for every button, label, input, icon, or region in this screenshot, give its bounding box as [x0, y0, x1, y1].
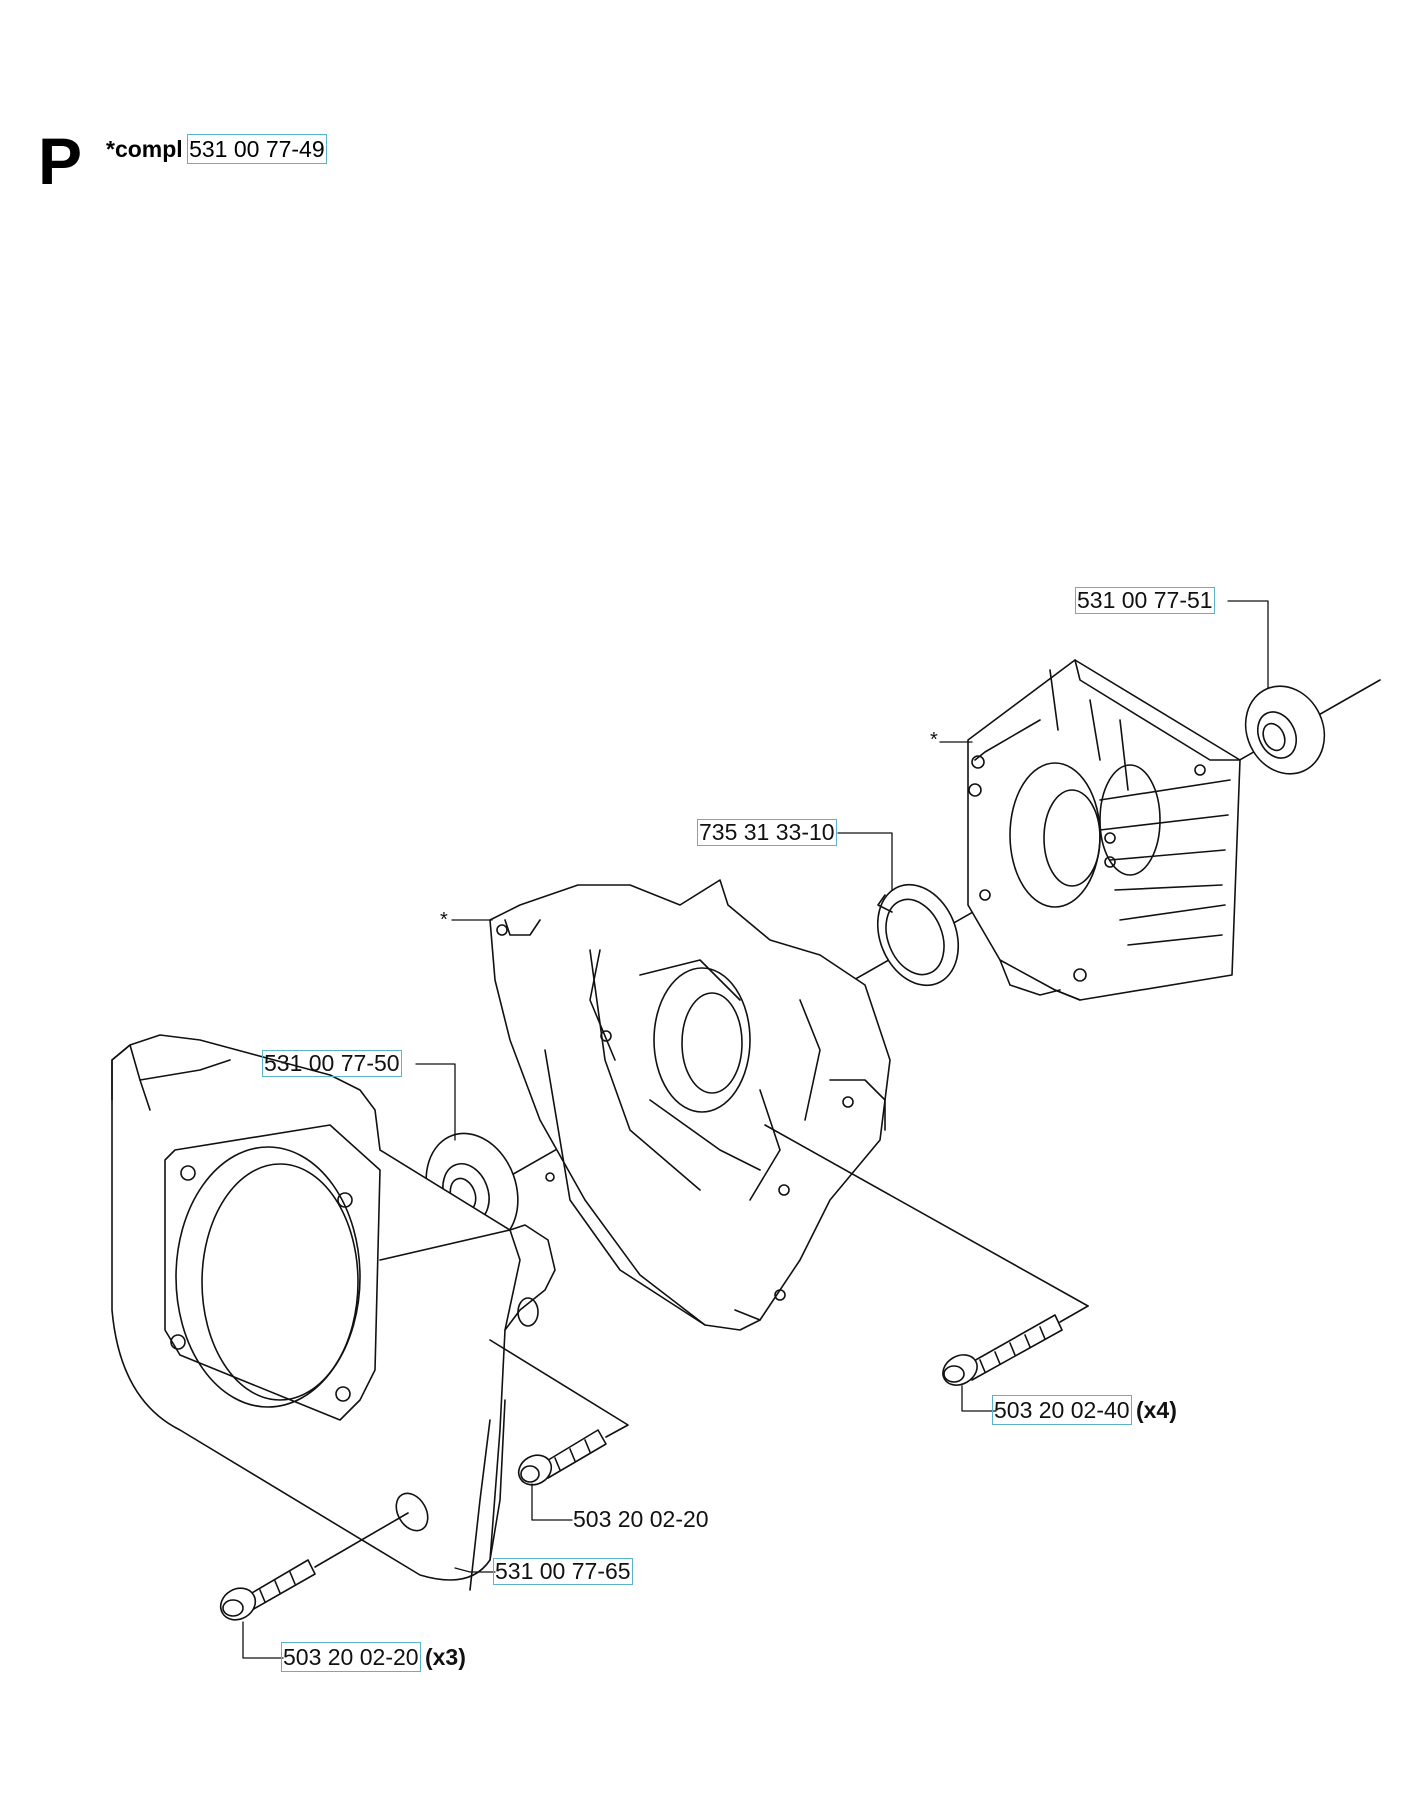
qty-x4: (x4) [1135, 1397, 1177, 1423]
section-letter: P [38, 124, 83, 198]
leader-lines [242, 600, 1269, 1659]
part-label-531-00-77-65[interactable]: 531 00 77-65 [493, 1558, 633, 1585]
bolt-single [489, 1339, 629, 1486]
circlip [876, 883, 960, 987]
part-label-735-31-33-10[interactable]: 735 31 33-10 [697, 819, 837, 846]
crankcase-left-half [489, 879, 891, 1331]
part-label-531-00-77-51[interactable]: 531 00 77-51 [1075, 587, 1215, 614]
part-number-503-20-02-20-x3[interactable]: 503 20 02-20 [281, 1642, 421, 1672]
part-label-503-20-02-20[interactable]: 503 20 02-20 [573, 1506, 709, 1532]
compl-caption: *compl 531 00 77-49 [106, 134, 327, 164]
part-label-503-20-02-20-x3: 503 20 02-20 (x3) [281, 1642, 466, 1672]
compl-prefix: *compl [106, 136, 183, 162]
asterisk-mark-middle: * [440, 909, 448, 931]
oil-seal-right [1244, 685, 1326, 775]
qty-x3: (x3) [424, 1644, 466, 1670]
compl-part-number[interactable]: 531 00 77-49 [187, 134, 327, 164]
part-number-503-20-02-40[interactable]: 503 20 02-40 [992, 1395, 1132, 1425]
part-label-531-00-77-50[interactable]: 531 00 77-50 [262, 1050, 402, 1077]
crankcase-right-half [967, 659, 1241, 1001]
bolt-x3 [219, 1512, 409, 1621]
asterisk-mark-right: * [930, 729, 938, 751]
bolt-x4 [764, 1124, 1089, 1386]
starter-housing [111, 1034, 556, 1591]
part-label-503-20-02-40: 503 20 02-40 (x4) [992, 1395, 1177, 1425]
